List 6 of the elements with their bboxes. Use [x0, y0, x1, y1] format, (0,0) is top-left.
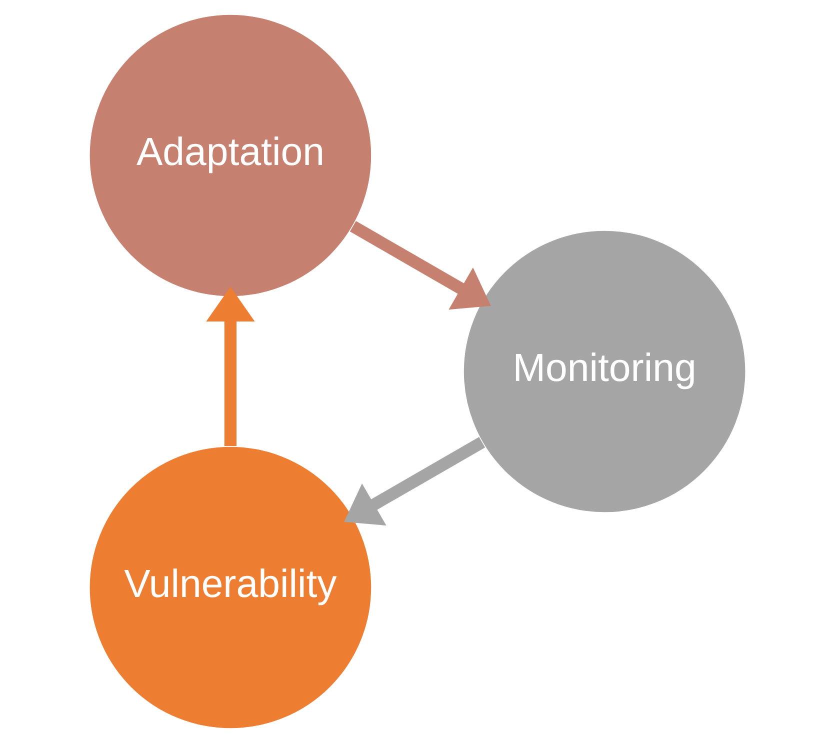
arrow	[206, 286, 255, 446]
arrow	[344, 436, 486, 526]
arrow	[350, 220, 491, 310]
node-circle: Adaptation	[88, 13, 373, 298]
node-circle: Vulnerability	[88, 445, 373, 730]
node-circle: Monitoring	[462, 229, 747, 514]
